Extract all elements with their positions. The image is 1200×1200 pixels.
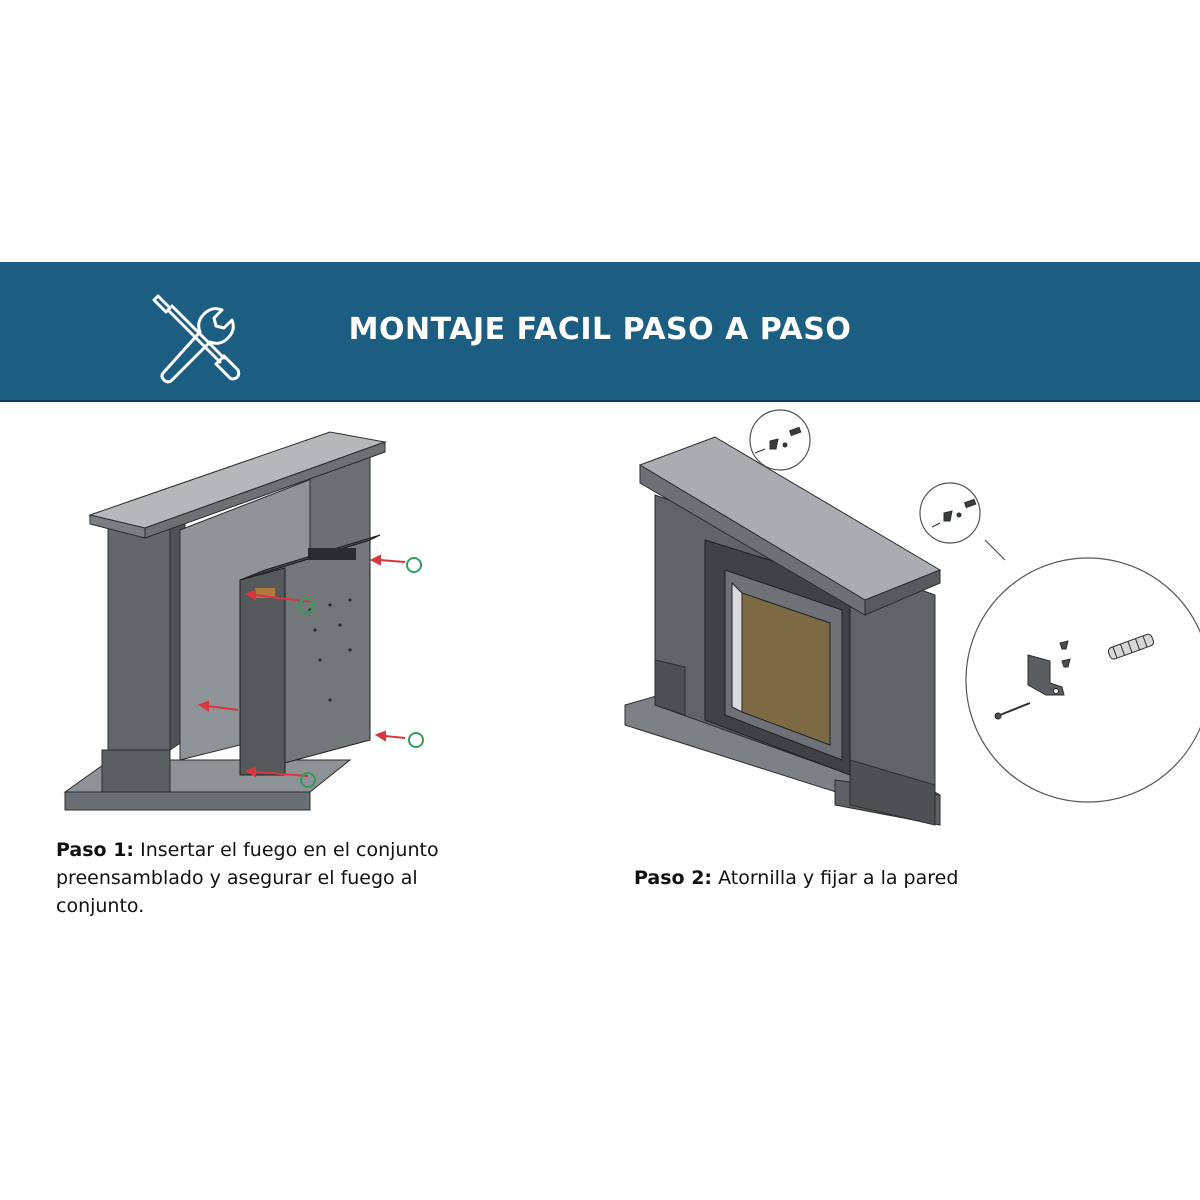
step-1-text: Insertar el fuego en el conjunto preensa… [56, 839, 439, 917]
step-2-label: Paso 2: [634, 867, 713, 889]
step-2-text: Atornilla y fijar a la pared [718, 867, 959, 889]
step-1-caption: Paso 1: Insertar el fuego en el conjunto… [56, 836, 456, 920]
page-title: MONTAJE FACIL PASO A PASO [348, 312, 852, 347]
fireplace-wall-mount-illustration [624, 409, 1200, 826]
tools-icon [152, 294, 241, 384]
step-1-label: Paso 1: [56, 839, 135, 861]
step-2-caption: Paso 2: Atornilla y fijar a la pared [634, 864, 1154, 892]
fireplace-insert-illustration [63, 431, 424, 811]
header-banner: MONTAJE FACIL PASO A PASO [0, 262, 1200, 402]
